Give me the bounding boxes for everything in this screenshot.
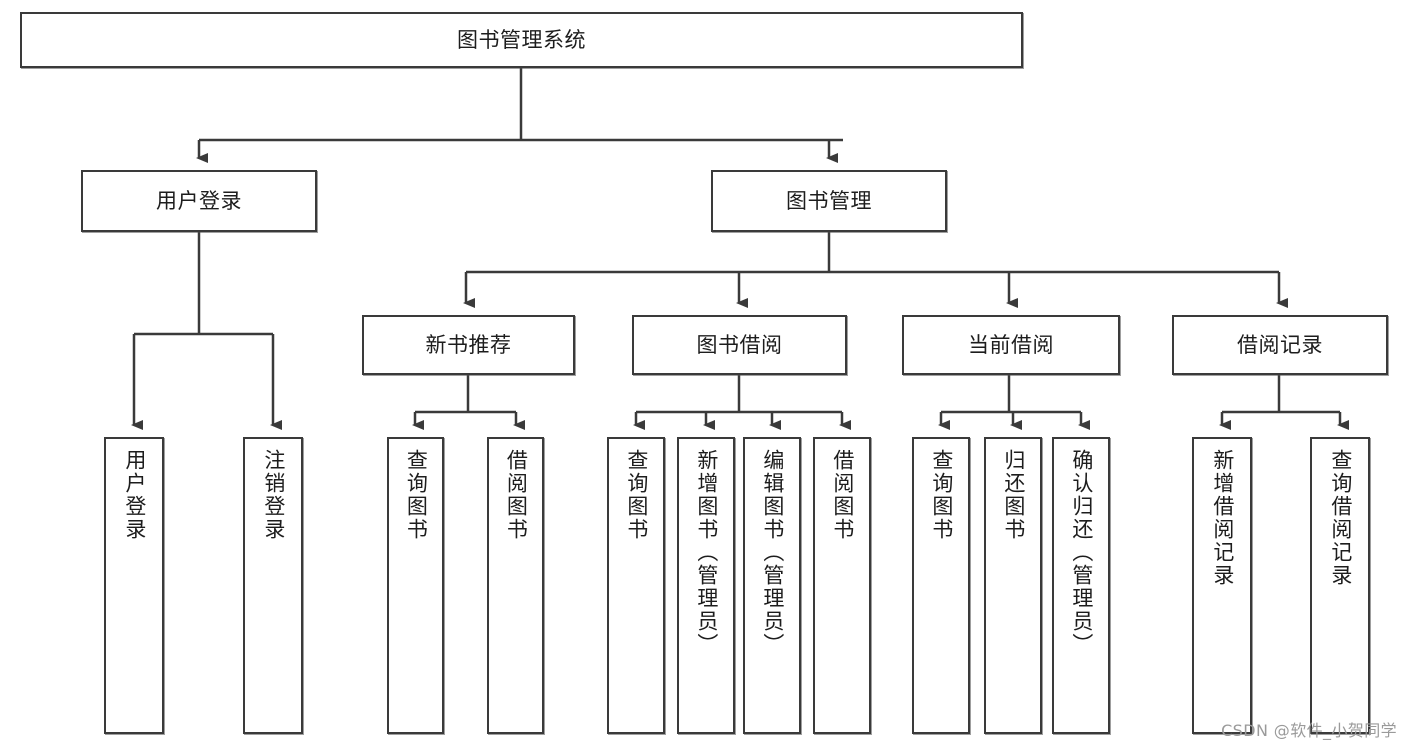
- leaf-cb-query-book[interactable]: 查询图书: [912, 437, 970, 734]
- node-book-borrow-label: 图书借阅: [696, 332, 783, 357]
- leaf-bb-query-book[interactable]: 查询图书: [607, 437, 665, 734]
- node-book-manage-label: 图书管理: [786, 188, 872, 213]
- leaf-bb-edit-book-admin[interactable]: 编辑图书（管理员）: [743, 437, 801, 734]
- leaf-bb-add-book-admin[interactable]: 新增图书（管理员）: [677, 437, 735, 734]
- node-root[interactable]: 图书管理系统: [20, 12, 1023, 68]
- leaf-bb-query-book-label: 查询图书: [624, 449, 649, 541]
- node-current-borrow-label: 当前借阅: [968, 332, 1054, 357]
- node-book-manage[interactable]: 图书管理: [711, 170, 947, 232]
- node-new-book-recommend[interactable]: 新书推荐: [362, 315, 575, 375]
- leaf-user-login[interactable]: 用户登录: [104, 437, 164, 734]
- leaf-cb-confirm-return-admin[interactable]: 确认归还（管理员）: [1052, 437, 1110, 734]
- leaf-br-query-record-label: 查询借阅记录: [1328, 449, 1353, 587]
- leaf-bb-add-book-admin-label: 新增图书（管理员）: [694, 449, 719, 656]
- leaf-cb-confirm-return-admin-label: 确认归还（管理员）: [1069, 449, 1094, 656]
- leaf-nb-borrow-book[interactable]: 借阅图书: [487, 437, 544, 734]
- leaf-bb-edit-book-admin-label: 编辑图书（管理员）: [760, 449, 785, 656]
- node-book-borrow[interactable]: 图书借阅: [632, 315, 847, 375]
- node-current-borrow[interactable]: 当前借阅: [902, 315, 1120, 375]
- leaf-cb-query-book-label: 查询图书: [929, 449, 954, 541]
- leaf-logout-label: 注销登录: [261, 449, 286, 541]
- leaf-nb-borrow-book-label: 借阅图书: [504, 449, 529, 541]
- leaf-bb-borrow-book-label: 借阅图书: [830, 449, 855, 541]
- node-borrow-record-label: 借阅记录: [1237, 332, 1323, 357]
- leaf-br-add-record-label: 新增借阅记录: [1210, 449, 1235, 587]
- node-user-login[interactable]: 用户登录: [81, 170, 317, 232]
- node-root-label: 图书管理系统: [457, 27, 586, 52]
- leaf-bb-borrow-book[interactable]: 借阅图书: [813, 437, 871, 734]
- node-borrow-record[interactable]: 借阅记录: [1172, 315, 1388, 375]
- leaf-cb-return-book-label: 归还图书: [1001, 449, 1026, 541]
- leaf-br-query-record[interactable]: 查询借阅记录: [1310, 437, 1370, 734]
- leaf-cb-return-book[interactable]: 归还图书: [984, 437, 1042, 734]
- leaf-nb-query-book-label: 查询图书: [404, 449, 429, 541]
- leaf-logout[interactable]: 注销登录: [243, 437, 303, 734]
- node-user-login-label: 用户登录: [156, 188, 242, 213]
- leaf-nb-query-book[interactable]: 查询图书: [387, 437, 444, 734]
- leaf-user-login-label: 用户登录: [122, 449, 147, 541]
- leaf-br-add-record[interactable]: 新增借阅记录: [1192, 437, 1252, 734]
- node-new-book-recommend-label: 新书推荐: [425, 332, 512, 357]
